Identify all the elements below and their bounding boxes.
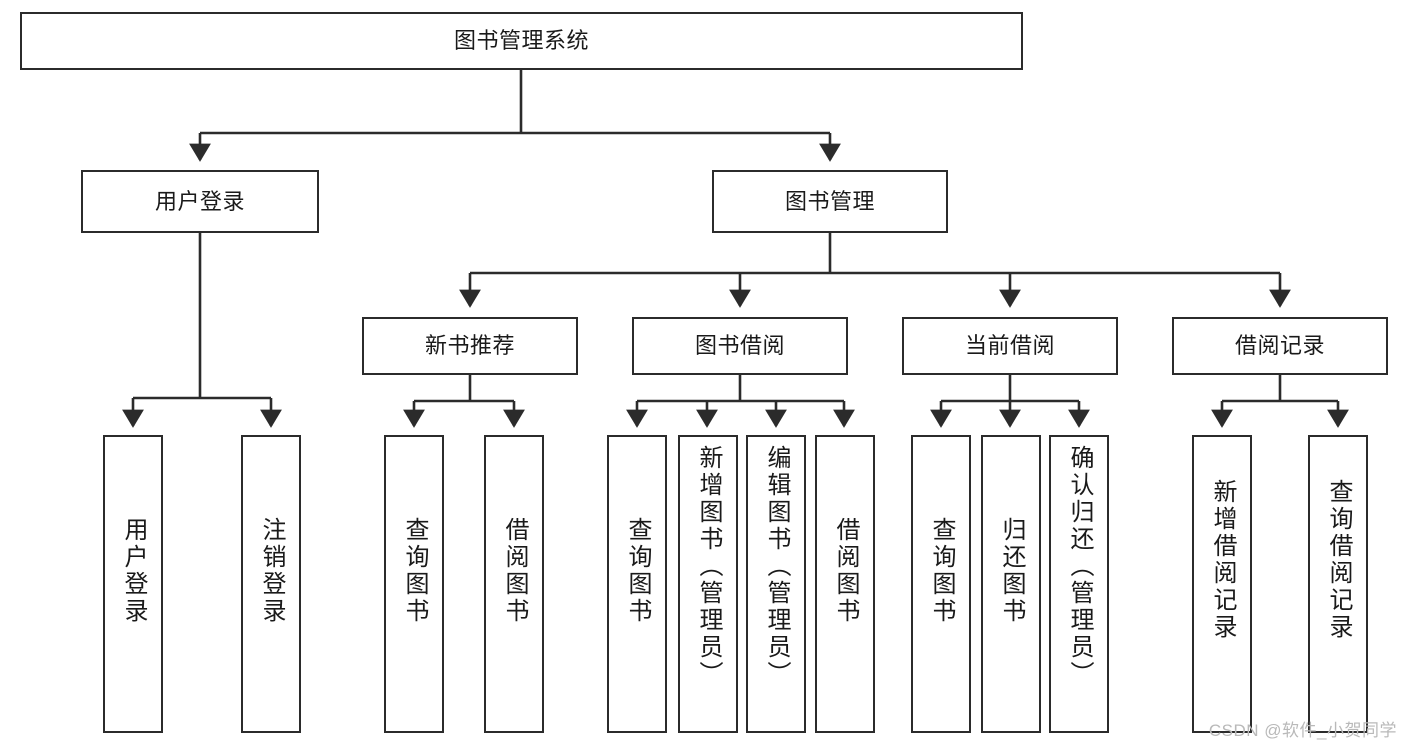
node-book-manage[interactable]: 图书管理 <box>712 170 948 233</box>
node-book-borrow-label: 图书借阅 <box>694 333 785 359</box>
node-leaf-return-book-label: 归还图书 <box>998 517 1025 625</box>
node-leaf-logout[interactable]: 注销登录 <box>241 435 301 733</box>
node-new-book-recommend[interactable]: 新书推荐 <box>362 317 578 375</box>
node-leaf-edit-book-label: 编辑图书（管理员） <box>763 445 790 688</box>
watermark-text: CSDN @软件_小贺同学 <box>1208 721 1397 740</box>
node-current-borrow[interactable]: 当前借阅 <box>902 317 1118 375</box>
node-root-label: 图书管理系统 <box>453 28 589 54</box>
node-leaf-return-book[interactable]: 归还图书 <box>981 435 1041 733</box>
node-user-login-label: 用户登录 <box>154 188 245 214</box>
node-leaf-borrow-book-recommend-label: 借阅图书 <box>501 517 528 625</box>
node-new-book-recommend-label: 新书推荐 <box>424 333 515 359</box>
node-book-manage-label: 图书管理 <box>784 188 875 214</box>
node-leaf-query-book-recommend[interactable]: 查询图书 <box>384 435 444 733</box>
node-leaf-borrow-book-recommend[interactable]: 借阅图书 <box>484 435 544 733</box>
node-leaf-borrow-book-borrow[interactable]: 借阅图书 <box>815 435 875 733</box>
node-leaf-user-login-label: 用户登录 <box>120 517 147 625</box>
node-root[interactable]: 图书管理系统 <box>20 12 1023 70</box>
node-leaf-borrow-book-borrow-label: 借阅图书 <box>832 517 859 625</box>
node-leaf-logout-label: 注销登录 <box>258 517 285 625</box>
node-leaf-add-borrow-record[interactable]: 新增借阅记录 <box>1192 435 1252 733</box>
node-current-borrow-label: 当前借阅 <box>964 333 1055 359</box>
node-leaf-query-borrow-record[interactable]: 查询借阅记录 <box>1308 435 1368 733</box>
node-leaf-query-book-current[interactable]: 查询图书 <box>911 435 971 733</box>
node-leaf-query-book-current-label: 查询图书 <box>928 517 955 625</box>
node-book-borrow[interactable]: 图书借阅 <box>632 317 848 375</box>
node-borrow-record-label: 借阅记录 <box>1234 333 1325 359</box>
node-leaf-confirm-return[interactable]: 确认归还（管理员） <box>1049 435 1109 733</box>
node-leaf-add-book[interactable]: 新增图书（管理员） <box>678 435 738 733</box>
node-leaf-add-book-label: 新增图书（管理员） <box>695 445 722 688</box>
node-user-login[interactable]: 用户登录 <box>81 170 319 233</box>
node-leaf-add-borrow-record-label: 新增借阅记录 <box>1209 479 1236 641</box>
node-leaf-edit-book[interactable]: 编辑图书（管理员） <box>746 435 806 733</box>
node-leaf-query-book-borrow-label: 查询图书 <box>624 517 651 625</box>
node-leaf-query-borrow-record-label: 查询借阅记录 <box>1325 479 1352 641</box>
node-borrow-record[interactable]: 借阅记录 <box>1172 317 1388 375</box>
node-leaf-query-book-recommend-label: 查询图书 <box>401 517 428 625</box>
node-leaf-confirm-return-label: 确认归还（管理员） <box>1066 445 1093 688</box>
node-leaf-query-book-borrow[interactable]: 查询图书 <box>607 435 667 733</box>
node-leaf-user-login[interactable]: 用户登录 <box>103 435 163 733</box>
